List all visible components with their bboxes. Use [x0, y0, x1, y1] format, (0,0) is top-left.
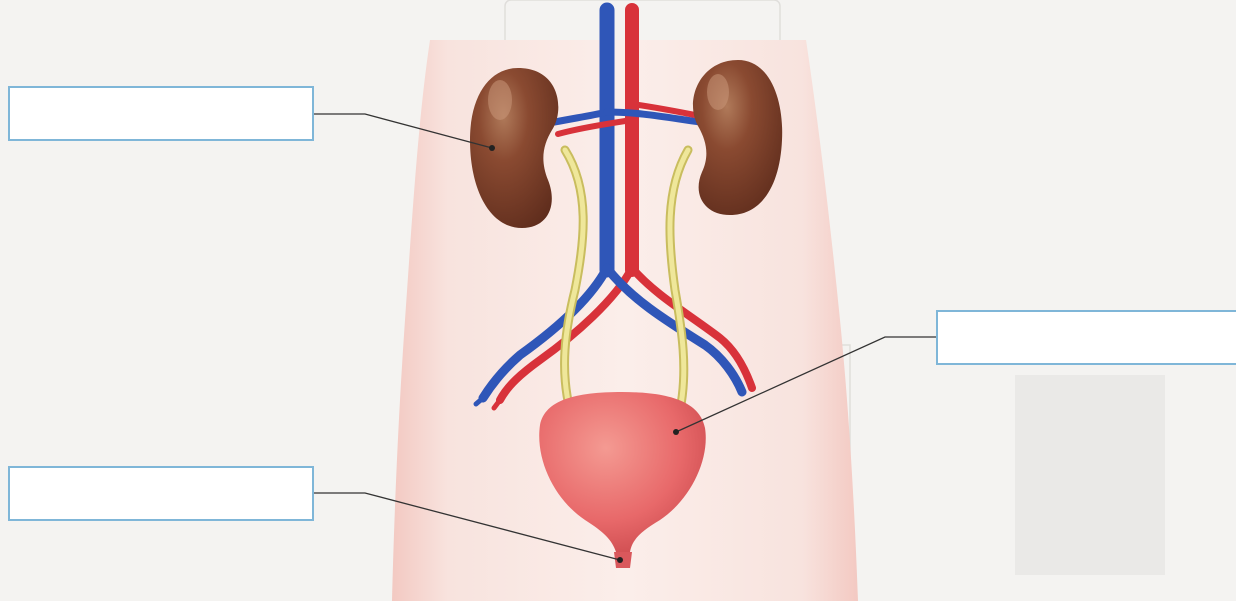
- right-kidney-highlight: [707, 74, 729, 110]
- right-kidney: [693, 60, 782, 215]
- label-box-urethra[interactable]: [8, 466, 314, 521]
- label-box-bladder[interactable]: [936, 310, 1236, 365]
- label-box-kidney[interactable]: [8, 86, 314, 141]
- leader-dot-bladder: [673, 429, 679, 435]
- leader-dot-kidney: [489, 145, 495, 151]
- left-kidney-highlight: [488, 80, 512, 120]
- leader-dot-urethra: [617, 557, 623, 563]
